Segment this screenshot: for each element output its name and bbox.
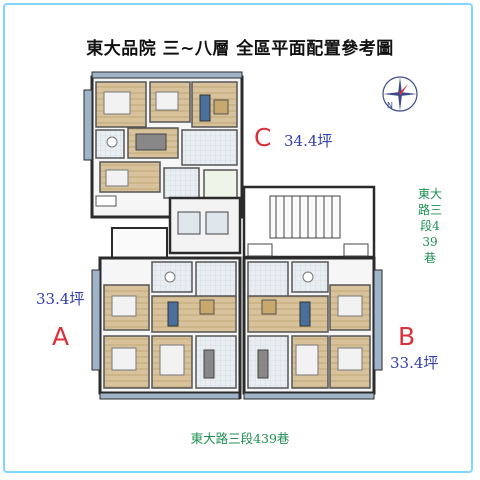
core-plan	[111, 185, 376, 259]
compass-rose-icon: N	[382, 76, 418, 112]
unit-a-plan	[91, 256, 242, 400]
unit-c-letter: C	[254, 123, 272, 152]
unit-c-area: 34.4坪	[284, 132, 333, 150]
unit-a-area: 33.4坪	[36, 290, 85, 308]
compass-north-label: N	[387, 101, 393, 110]
street-label-bottom: 東大路三段439巷	[190, 431, 290, 446]
unit-b-plan	[242, 256, 383, 400]
image-frame	[3, 3, 473, 473]
unit-a-letter: A	[52, 322, 70, 351]
unit-c-plan	[83, 71, 244, 219]
street-label-right: 東大路三段439巷	[418, 187, 443, 265]
unit-b-letter: B	[398, 322, 416, 351]
unit-b-area: 33.4坪	[390, 354, 439, 372]
page-title: 東大品院 三~八層 全區平面配置參考圖	[86, 39, 394, 59]
